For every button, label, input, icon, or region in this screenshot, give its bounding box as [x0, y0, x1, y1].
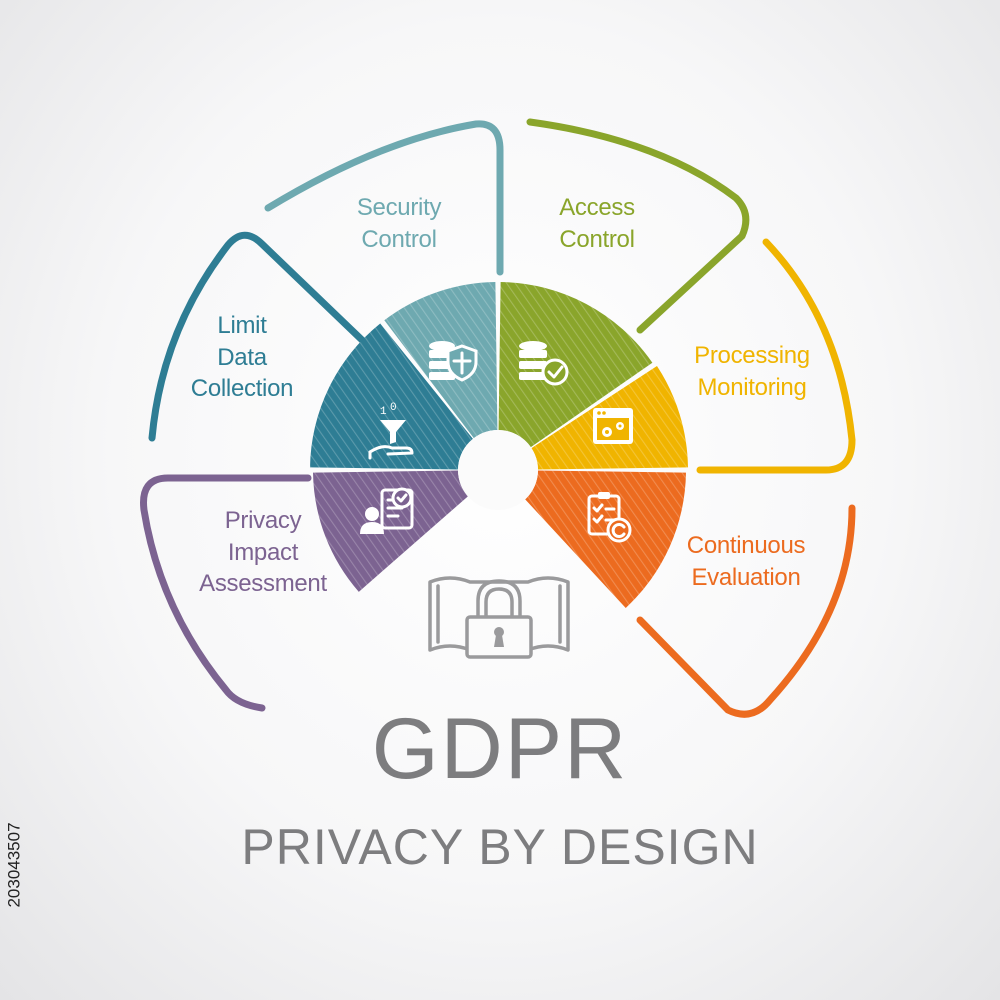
stock-id: 203043507 — [2, 755, 28, 975]
outer-arc-processing-monitoring — [696, 238, 856, 474]
funnel-hand-icon: 1 0 — [368, 402, 414, 460]
label-line: Control — [559, 225, 635, 253]
page-subtitle: PRIVACY BY DESIGN — [241, 819, 759, 875]
label-line: Access — [559, 194, 635, 221]
svg-text:1: 1 — [380, 406, 387, 418]
label-line: Continuous — [686, 532, 806, 559]
label-line: Impact — [227, 538, 299, 566]
label-line: Assessment — [199, 570, 327, 598]
label-line: Evaluation — [691, 563, 801, 591]
label-line: Privacy — [224, 507, 302, 534]
outer-arc-limit-data-collection — [148, 231, 366, 442]
slice-hatch-access-control — [498, 282, 653, 448]
database-shield-icon — [429, 341, 478, 382]
padlock-blueprint-icon — [428, 576, 570, 659]
slice-hatch-continuous-evaluation — [525, 470, 686, 608]
outer-arc-security-control — [264, 120, 504, 276]
center-hub — [458, 430, 538, 510]
label-line: Monitoring — [697, 373, 807, 401]
slice-hatch-security-control — [384, 282, 498, 439]
user-checklist-icon — [360, 487, 414, 534]
label-line: Data — [217, 343, 267, 371]
outer-arc-access-control — [526, 118, 750, 334]
slice-hatch-limit-data-collection — [310, 323, 473, 470]
page-title: GDPR — [371, 701, 629, 797]
label-line: Collection — [190, 375, 294, 403]
label-line: Processing — [694, 342, 810, 369]
svg-text:0: 0 — [390, 402, 397, 414]
stock-id-text: 203043507 — [5, 822, 24, 908]
browser-gears-icon — [593, 408, 633, 444]
label-line: Security — [356, 194, 442, 221]
clipboard-refresh-icon — [587, 492, 632, 543]
database-check-icon — [519, 341, 569, 386]
outer-arc-privacy-impact-assessment — [140, 474, 312, 712]
outer-arc-continuous-evaluation — [636, 504, 856, 718]
slice-hatch-privacy-impact-assessment — [313, 470, 468, 592]
label-line: Control — [361, 225, 437, 253]
label-line: Limit — [217, 312, 267, 339]
